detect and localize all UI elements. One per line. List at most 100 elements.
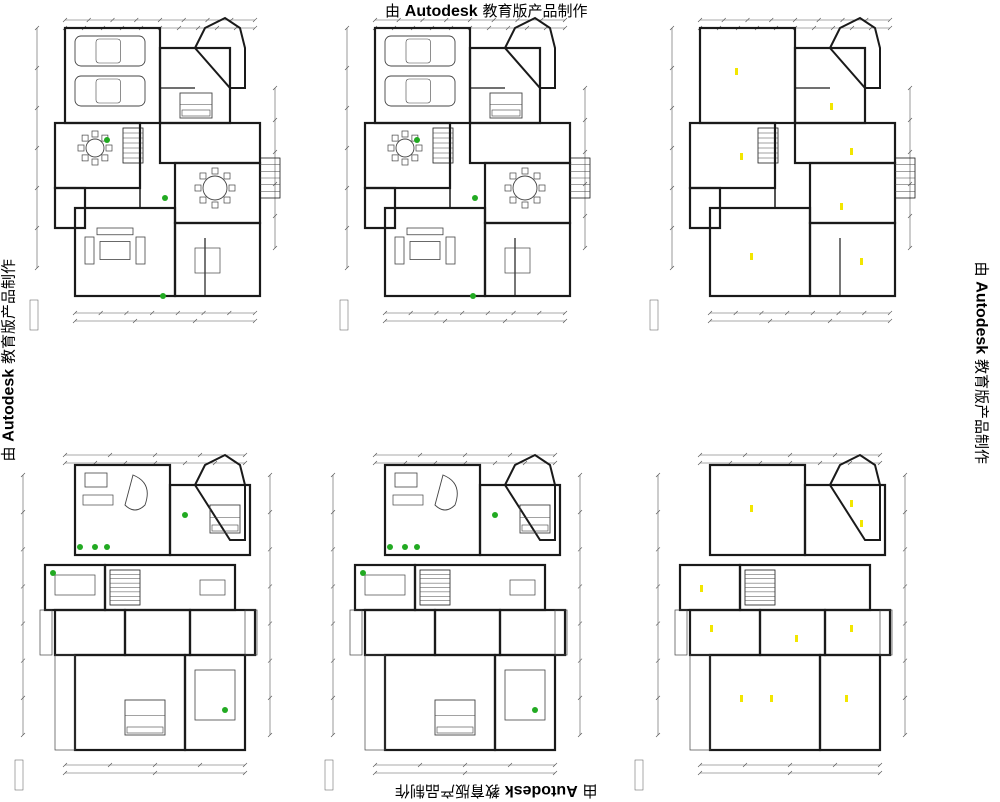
dimension-tick: [330, 584, 336, 589]
dimension-tick: [417, 762, 423, 768]
dimension-tick: [847, 460, 853, 466]
plant-icon: [532, 707, 538, 713]
dimension-tick: [577, 472, 583, 478]
room-label-marker: [740, 153, 743, 160]
chair-icon: [387, 144, 395, 152]
dimension-tick: [832, 452, 838, 458]
dimension-tick: [742, 452, 748, 458]
plant-icon: [104, 137, 110, 143]
dimension-tick: [862, 310, 867, 316]
dimension-tick: [562, 310, 568, 316]
plant-icon: [414, 137, 420, 143]
dimension-tick: [669, 105, 675, 111]
dimension-tick: [34, 185, 40, 191]
dimension-tick: [372, 770, 378, 776]
wall: [73, 463, 172, 557]
dimension-tick: [486, 25, 492, 31]
dimension-tick: [344, 25, 350, 31]
dimension-tick: [330, 547, 336, 552]
dimension-tick: [562, 318, 568, 324]
wall: [808, 221, 897, 298]
wall: [158, 46, 232, 125]
dimension-tick: [707, 310, 713, 316]
dimension-tick: [62, 452, 68, 458]
chair-icon: [101, 154, 109, 162]
wall: [478, 483, 562, 557]
wall: [183, 653, 247, 752]
dimension-tick: [907, 245, 913, 251]
dimension-tick: [902, 584, 908, 589]
room-label-marker: [850, 625, 853, 632]
dimension-tick: [272, 245, 278, 251]
chair-icon: [223, 196, 231, 204]
dimension-tick: [272, 213, 278, 219]
chair-icon: [411, 154, 419, 162]
chair-icon: [391, 154, 399, 162]
dimension-tick: [537, 310, 542, 316]
chair-icon: [509, 172, 517, 180]
bed-icon: [434, 699, 476, 736]
bay-window-wall: [828, 16, 881, 89]
wall: [708, 206, 812, 298]
dimension-tick: [252, 310, 258, 316]
wall: [363, 608, 437, 657]
dimension-tick: [330, 509, 336, 515]
dimension-tick: [34, 265, 40, 271]
dimension-tick: [267, 621, 273, 626]
dimension-tick: [902, 658, 908, 663]
dimension-tick: [562, 25, 568, 31]
sofa-icon: [394, 236, 405, 265]
dimension-tick: [887, 25, 893, 31]
chair-icon: [81, 154, 89, 162]
chair-icon: [199, 196, 207, 204]
dimension-tick: [152, 452, 158, 458]
dimension-tick: [267, 732, 273, 738]
chair-icon: [81, 134, 89, 142]
wall: [708, 653, 822, 752]
dimension-tick: [152, 770, 158, 776]
dimension-tick: [907, 213, 913, 219]
title-block-stub: [649, 299, 659, 331]
dimension-tick: [176, 25, 182, 31]
car-roof-icon: [405, 38, 431, 64]
title-block-stub: [14, 759, 24, 791]
dimension-tick: [669, 145, 675, 151]
plant-icon: [77, 544, 83, 550]
dimension-tick: [272, 85, 278, 91]
room-label-marker: [710, 625, 713, 632]
wall: [433, 608, 502, 657]
dimension-tick: [787, 452, 793, 458]
plan-upper-structure: [655, 452, 908, 776]
room-label-marker: [860, 258, 863, 265]
dimension-tick: [507, 452, 513, 458]
dimension-tick: [582, 181, 588, 187]
dimension-tick: [267, 658, 273, 663]
dimension-tick: [767, 318, 773, 324]
wall: [383, 463, 482, 557]
wall: [708, 463, 807, 557]
chair-icon: [199, 172, 207, 180]
room-label-marker: [750, 505, 753, 512]
dimension-tick: [72, 310, 78, 316]
plant-icon: [162, 195, 168, 201]
wall: [122, 127, 144, 164]
wall: [63, 26, 162, 125]
balcony-rail: [689, 654, 711, 751]
dimension-tick: [197, 762, 203, 768]
dimension-tick: [212, 460, 218, 466]
plant-icon: [104, 544, 110, 550]
dimension-tick: [907, 117, 913, 123]
room-label-marker: [770, 695, 773, 702]
title-block-stub: [29, 299, 39, 331]
dimension-tick: [485, 310, 491, 316]
chair-icon: [211, 167, 219, 175]
room-label-marker: [850, 148, 853, 155]
bay-window-wall: [503, 16, 556, 89]
dimension-tick: [655, 547, 661, 552]
dimension-tick: [505, 25, 511, 31]
bed-icon: [124, 699, 166, 736]
wall: [168, 483, 252, 557]
dimension-tick: [836, 310, 841, 316]
wall: [483, 161, 572, 225]
